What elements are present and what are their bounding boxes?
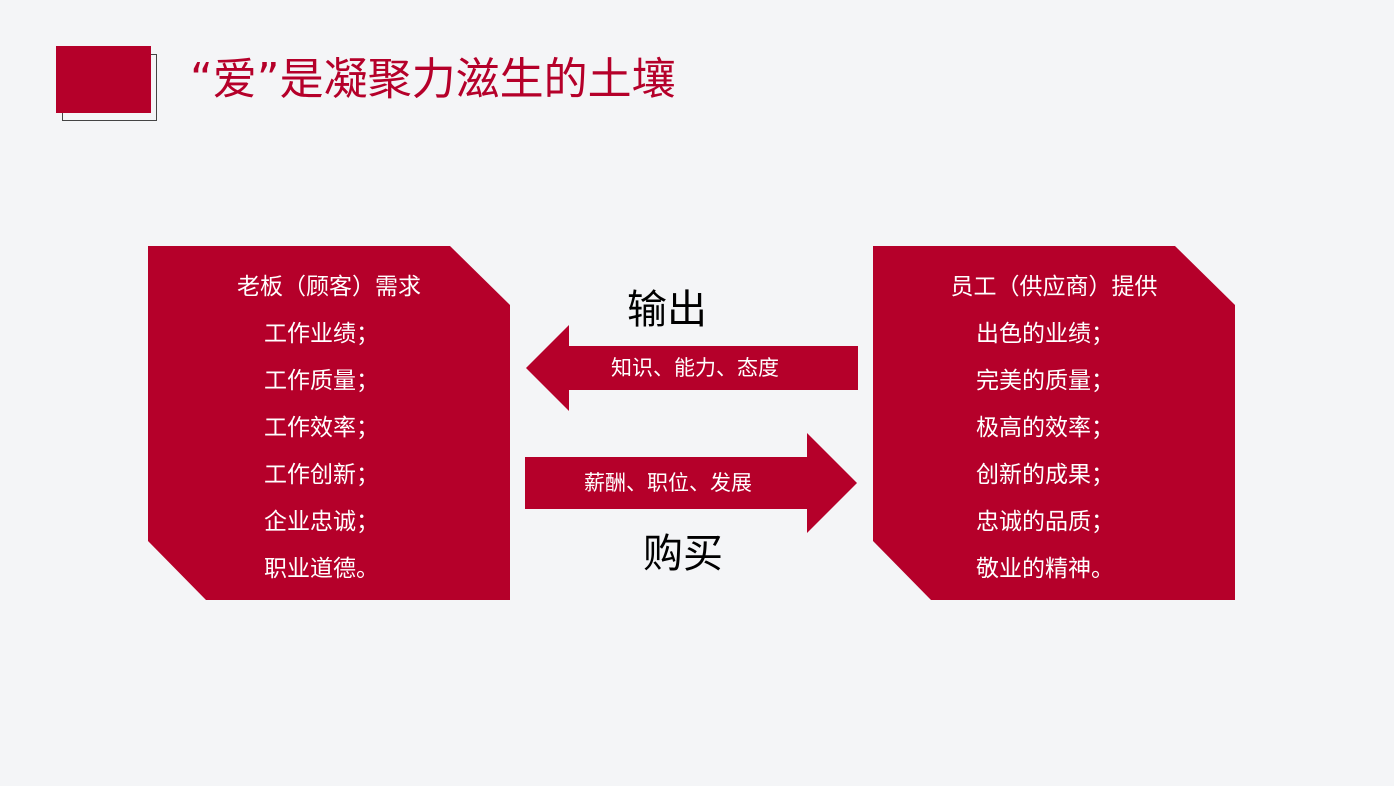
- left-arrow-shape: [526, 325, 858, 411]
- list-item: 企业忠诚；: [264, 509, 379, 535]
- list-item: 职业道德。: [264, 556, 379, 582]
- list-item: 工作效率；: [264, 415, 379, 441]
- employee-provides-box: 员工（供应商）提供 出色的业绩； 完美的质量； 极高的效率； 创新的成果； 忠诚…: [873, 246, 1235, 600]
- list-item: 创新的成果；: [976, 462, 1114, 488]
- page-title: “爱”是凝聚力滋生的土壤: [190, 54, 676, 105]
- purchase-arrow-text: 薪酬、职位、发展: [584, 471, 752, 495]
- list-item: 忠诚的品质；: [976, 509, 1114, 535]
- employee-provides-heading: 员工（供应商）提供: [950, 274, 1158, 300]
- output-label: 输出: [627, 287, 707, 333]
- list-item: 工作质量；: [264, 368, 379, 394]
- list-item: 极高的效率；: [976, 415, 1114, 441]
- right-arrow-shape: [525, 433, 857, 533]
- title-decoration-square: [56, 46, 151, 113]
- boss-needs-box: 老板（顾客）需求 工作业绩； 工作质量； 工作效率； 工作创新； 企业忠诚； 职…: [148, 246, 510, 600]
- output-arrow-text: 知识、能力、态度: [611, 356, 779, 380]
- list-item: 敬业的精神。: [976, 556, 1114, 582]
- list-item: 工作业绩；: [264, 321, 379, 347]
- list-item: 出色的业绩；: [976, 321, 1114, 347]
- boss-needs-heading: 老板（顾客）需求: [237, 274, 421, 300]
- purchase-label: 购买: [643, 531, 723, 577]
- list-item: 工作创新；: [264, 462, 379, 488]
- list-item: 完美的质量；: [976, 368, 1114, 394]
